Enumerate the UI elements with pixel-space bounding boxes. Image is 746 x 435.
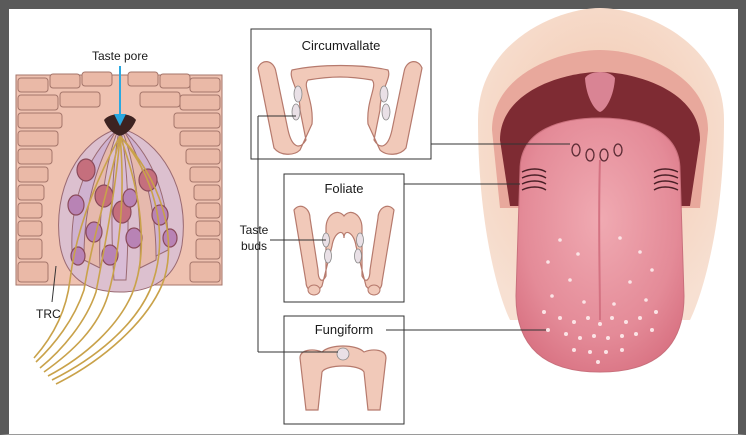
taste-buds-label-line1: Taste xyxy=(240,223,269,237)
trc-label: TRC xyxy=(36,307,61,321)
circumvallate-panel: Circumvallate xyxy=(251,29,431,159)
taste-buds-label-line2: buds xyxy=(241,239,267,253)
fungiform-panel: Fungiform xyxy=(284,316,404,424)
circumvallate-label: Circumvallate xyxy=(302,38,381,53)
fungiform-bud xyxy=(337,348,349,360)
foliate-label: Foliate xyxy=(324,181,363,196)
fungiform-label: Fungiform xyxy=(315,322,374,337)
taste-bud-section: Taste pore TRC xyxy=(16,49,222,384)
tongue-illustration xyxy=(386,8,724,372)
median-sulcus xyxy=(599,160,600,320)
foliate-panel: Foliate xyxy=(284,174,404,302)
taste-pore-label: Taste pore xyxy=(92,49,148,63)
